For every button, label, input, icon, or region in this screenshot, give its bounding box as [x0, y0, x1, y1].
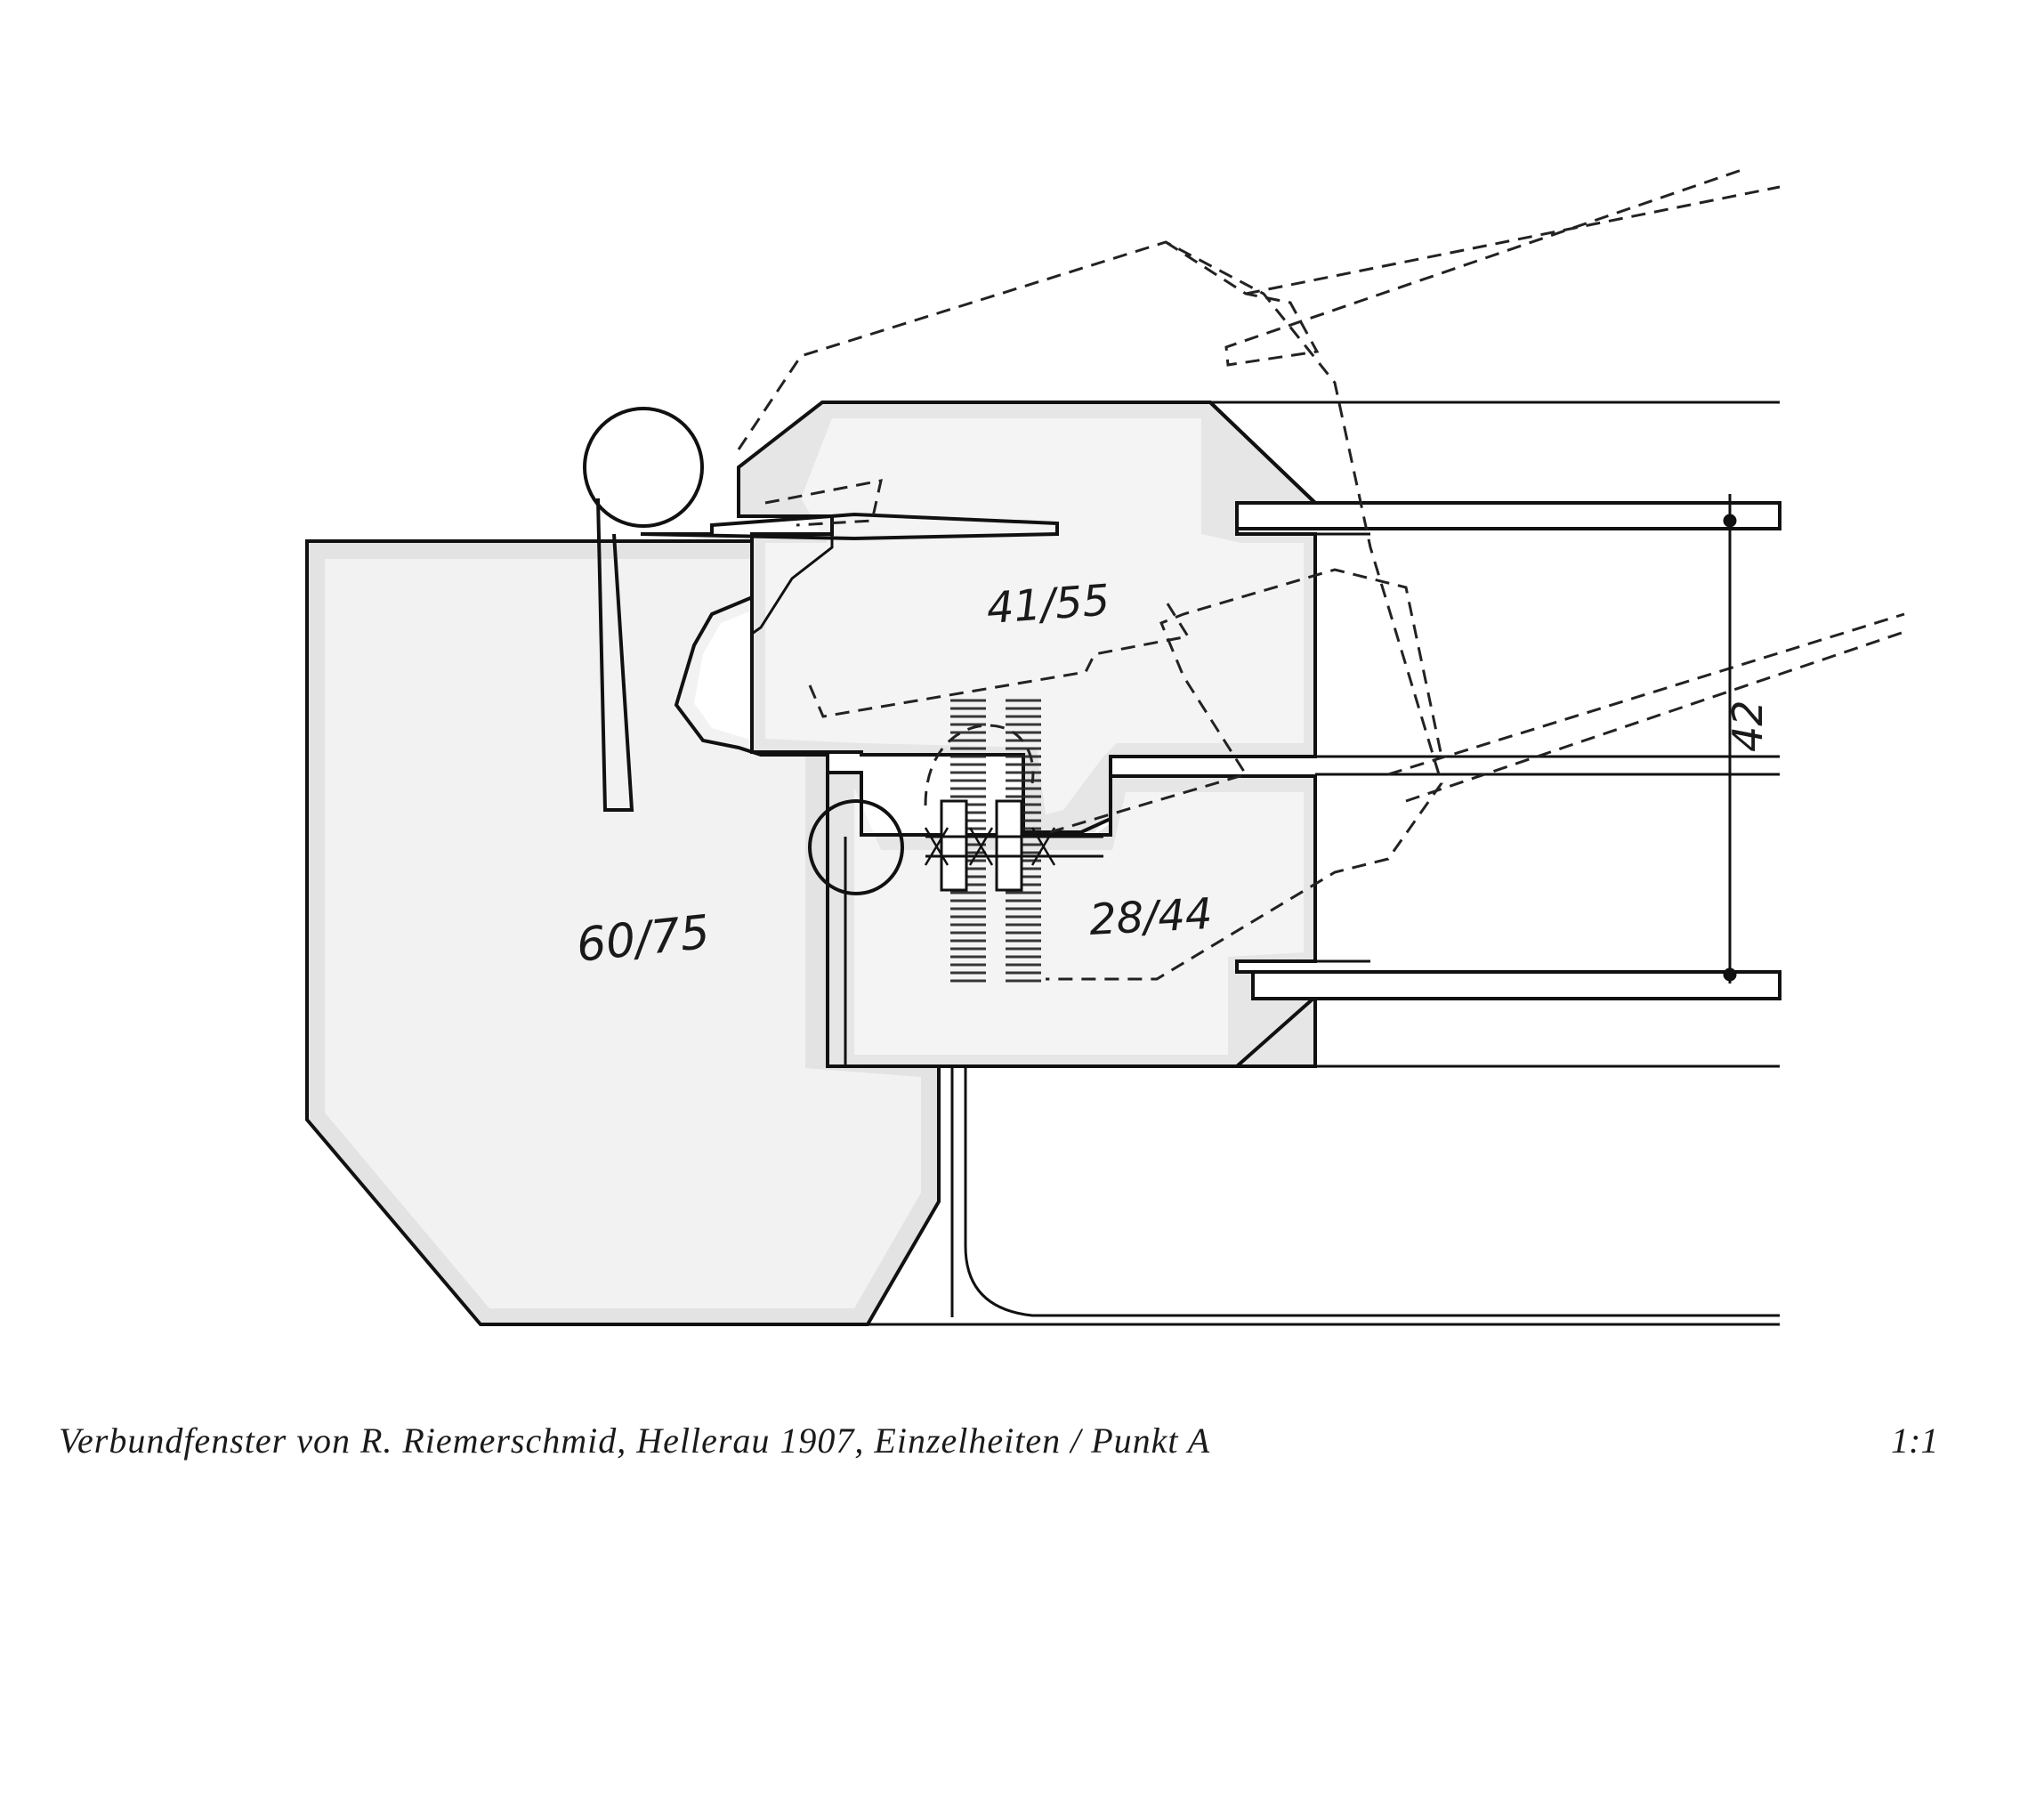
opened-sash-dashed — [737, 167, 1905, 981]
dimension-label: 42 — [1724, 700, 1772, 752]
sash-chamfers — [1208, 401, 1317, 1068]
outer-sash-label: 41/55 — [985, 575, 1111, 634]
extension-lines — [481, 401, 1780, 1326]
glass-panes — [1235, 501, 1781, 1000]
dimension-line — [1723, 494, 1737, 983]
hardware-ring — [583, 407, 1059, 812]
detail-marker-circle — [808, 799, 904, 895]
figure-caption: Verbundfenster von R. Riemerschmid, Hell… — [59, 1421, 1211, 1461]
hinge-fitting — [924, 694, 1103, 983]
inner-sash-label: 28/44 — [1088, 889, 1214, 945]
scale-label: 1:1 — [1891, 1421, 1939, 1461]
